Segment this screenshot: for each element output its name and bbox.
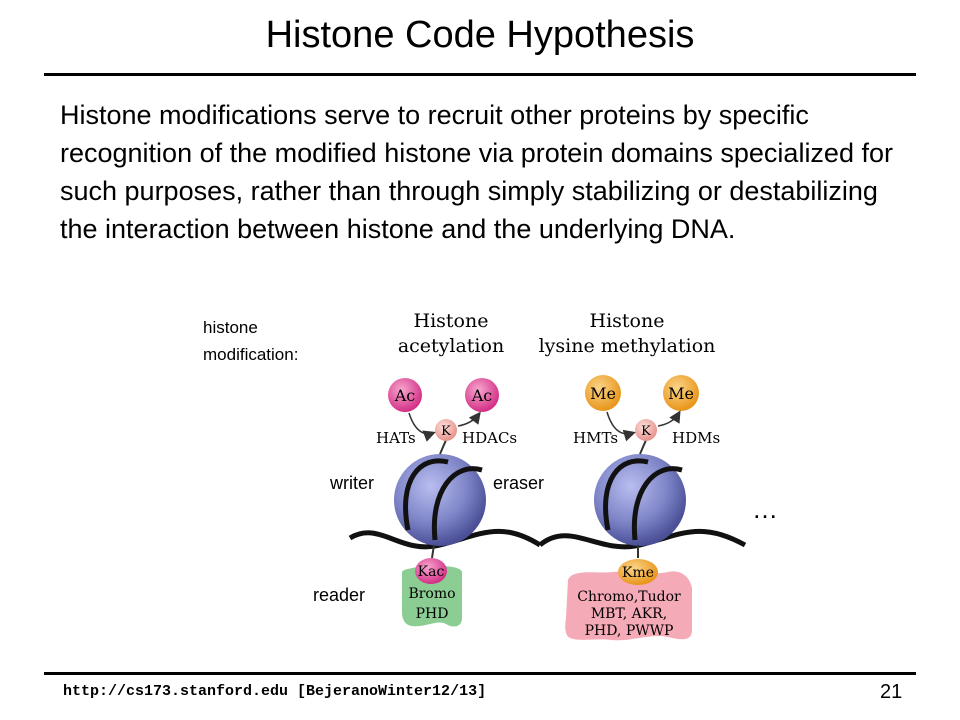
nucleosome-left — [394, 454, 486, 546]
more-ellipsis: … — [752, 494, 778, 524]
footer-url: http://cs173.stanford.edu [BejeranoWinte… — [63, 683, 487, 700]
svg-text:MBT, AKR,: MBT, AKR, — [591, 606, 667, 622]
hmts-label: HMTs — [573, 429, 618, 447]
hmts-arrow — [606, 411, 636, 442]
svg-text:PHD, PWWP: PHD, PWWP — [585, 623, 674, 639]
title-divider — [44, 73, 916, 76]
page-number: 21 — [880, 681, 903, 703]
writer-label: writer — [329, 473, 374, 493]
slide-title: Histone Code Hypothesis — [265, 14, 695, 56]
hdacs-arrow — [457, 411, 481, 427]
acetylation-title-line2: acetylation — [398, 335, 504, 357]
svg-text:Kme: Kme — [622, 565, 654, 581]
svg-text:Me: Me — [668, 384, 694, 403]
methylation-title-line1: Histone — [590, 310, 665, 332]
histone-modification-label-line1: histone — [203, 318, 258, 337]
svg-text:PHD: PHD — [416, 606, 449, 622]
hdms-label: HDMs — [672, 429, 720, 447]
methylation-title-line2: lysine methylation — [539, 335, 716, 357]
methyl-ball-right: Me — [663, 375, 699, 411]
svg-text:Ac: Ac — [471, 386, 493, 405]
svg-text:Chromo,Tudor: Chromo,Tudor — [577, 589, 681, 605]
nucleosome-right — [594, 454, 686, 546]
acetylation-title-line1: Histone — [414, 310, 489, 332]
eraser-label: eraser — [493, 473, 544, 493]
chromo-tudor-reader: Chromo,Tudor MBT, AKR, PHD, PWWP — [565, 571, 692, 641]
footer-divider — [44, 672, 916, 675]
bromo-phd-reader: Bromo PHD — [402, 565, 462, 627]
acetyl-ball-left: Ac — [388, 378, 422, 412]
hats-arrow — [408, 412, 436, 442]
methyl-ball-left: Me — [585, 375, 621, 411]
svg-text:Ac: Ac — [394, 386, 416, 405]
svg-text:K: K — [641, 424, 651, 439]
svg-text:K: K — [441, 424, 451, 439]
reader-label: reader — [313, 585, 365, 605]
lysine-ball-right: K — [635, 419, 657, 441]
slide-body-text: Histone modifications serve to recruit o… — [60, 100, 893, 244]
kme-ball: Kme — [618, 559, 658, 585]
histone-modification-label-line2: modification: — [203, 345, 298, 364]
svg-text:Kac: Kac — [418, 564, 445, 580]
svg-text:Bromo: Bromo — [408, 586, 455, 602]
hdms-arrow — [657, 410, 681, 427]
hdacs-label: HDACs — [462, 429, 517, 447]
lysine-ball-left: K — [435, 419, 457, 441]
acetyl-ball-right: Ac — [465, 378, 499, 412]
svg-text:Me: Me — [590, 384, 616, 403]
hats-label: HATs — [376, 429, 416, 447]
kac-ball: Kac — [415, 558, 447, 584]
